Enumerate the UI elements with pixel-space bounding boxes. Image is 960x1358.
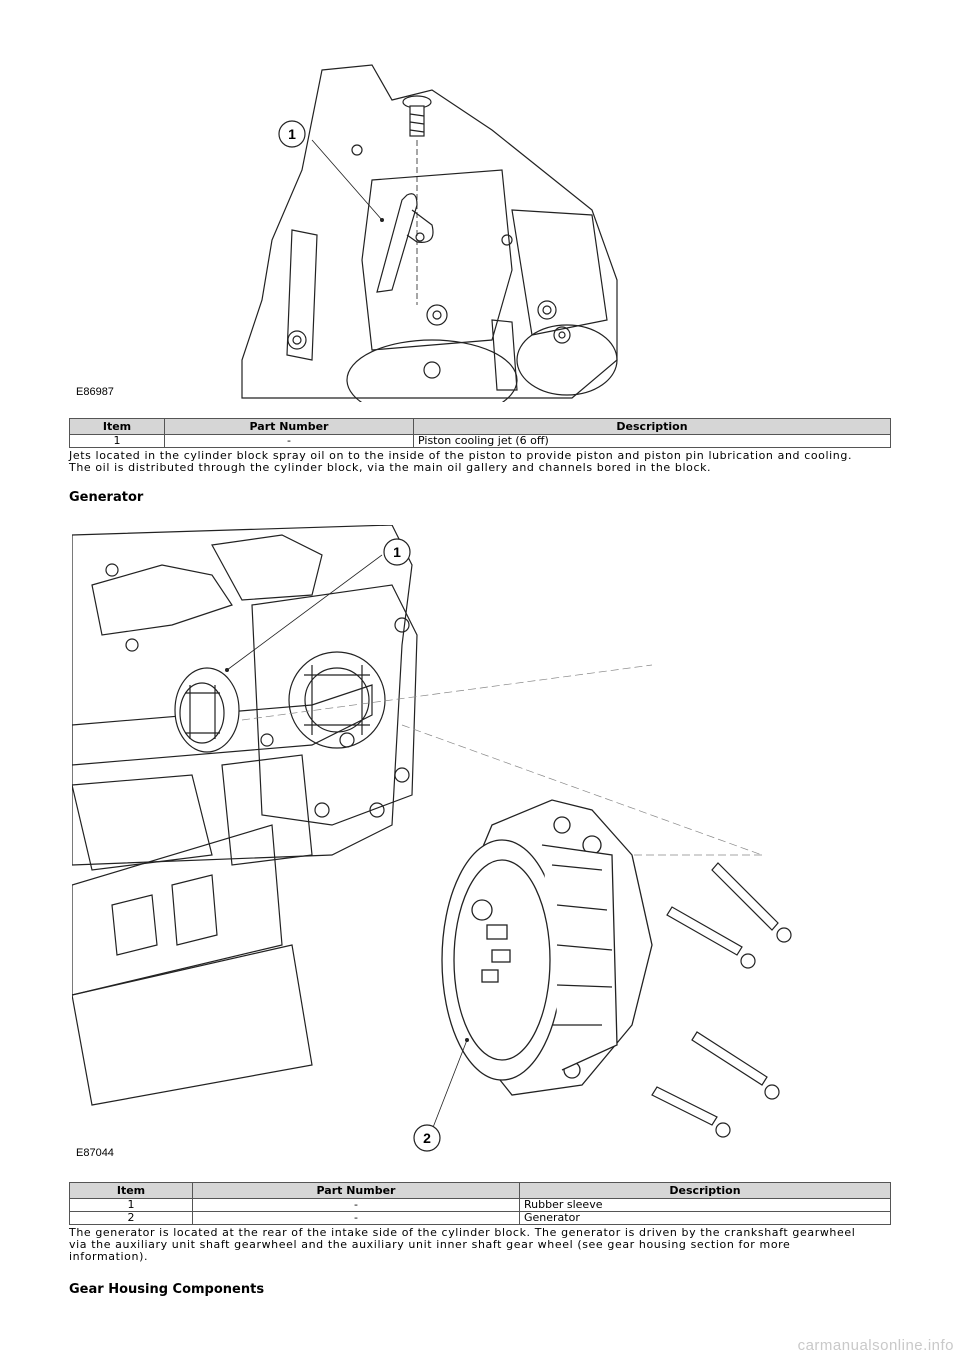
paragraph-generator: The generator is located at the rear of …	[69, 1227, 855, 1263]
cell-part-number: -	[192, 1211, 520, 1225]
section-heading-gear-housing: Gear Housing Components	[69, 1282, 265, 1297]
cell-description: Rubber sleeve	[519, 1198, 891, 1212]
callout-bubble	[278, 120, 306, 148]
header-description: Description	[519, 1182, 891, 1199]
callout-1: 1	[393, 544, 401, 560]
figure-id-label: E86987	[76, 386, 114, 398]
cell-item: 1	[69, 1198, 193, 1212]
table-header-row: Item Part Number Description	[69, 418, 891, 435]
paragraph-line: via the auxiliary unit shaft gearwheel a…	[69, 1238, 791, 1251]
header-part-number: Part Number	[164, 418, 414, 435]
parts-table-2: Item Part Number Description 1 - Rubber …	[69, 1182, 891, 1225]
table-row: 1 - Piston cooling jet (6 off)	[69, 434, 891, 448]
figure-generator: 1 2	[72, 525, 872, 1165]
header-part-number: Part Number	[192, 1182, 520, 1199]
cell-part-number: -	[164, 434, 414, 448]
paragraph-line: The generator is located at the rear of …	[69, 1226, 856, 1239]
cell-description: Generator	[519, 1211, 891, 1225]
cell-item: 2	[69, 1211, 193, 1225]
cell-part-number: -	[192, 1198, 520, 1212]
header-description: Description	[413, 418, 891, 435]
callout-bubble	[413, 1124, 441, 1152]
callout-2: 2	[423, 1130, 431, 1146]
cell-item: 1	[69, 434, 165, 448]
header-item: Item	[69, 1182, 193, 1199]
paragraph-line: Jets located in the cylinder block spray…	[69, 449, 853, 462]
engine-block-illustration: 1	[241, 64, 618, 402]
paragraph-piston-jets: Jets located in the cylinder block spray…	[69, 450, 852, 474]
section-heading-generator: Generator	[69, 490, 144, 505]
table-row: 2 - Generator	[69, 1211, 891, 1225]
parts-table-1: Item Part Number Description 1 - Piston …	[69, 418, 891, 448]
figure-piston-cooling-jet: 1 E86987	[72, 60, 632, 402]
paragraph-line: information).	[69, 1250, 149, 1263]
cell-description: Piston cooling jet (6 off)	[413, 434, 891, 448]
header-item: Item	[69, 418, 165, 435]
callout-bubble	[383, 538, 411, 566]
callout-1: 1	[288, 126, 296, 142]
figure-id-label: E87044	[76, 1147, 114, 1159]
generator-illustration: 1 2	[72, 525, 792, 1152]
table-header-row: Item Part Number Description	[69, 1182, 891, 1199]
watermark: carmanualsonline.info	[797, 1337, 954, 1354]
paragraph-line: The oil is distributed through the cylin…	[69, 461, 712, 474]
table-row: 1 - Rubber sleeve	[69, 1198, 891, 1212]
